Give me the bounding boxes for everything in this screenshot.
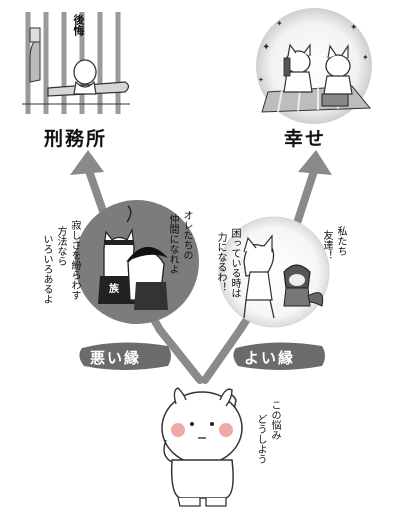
svg-text:✦: ✦ <box>262 42 270 53</box>
regret-text: 後悔 <box>72 14 85 36</box>
speech-line: どうしよう <box>255 414 266 464</box>
svg-text:✦: ✦ <box>258 76 264 84</box>
bad-bond-label-bg <box>79 342 171 370</box>
speech-good-right: 私たち 友達！ <box>312 226 346 286</box>
speech-line: オレたちの <box>181 210 192 260</box>
svg-text:✦: ✦ <box>350 23 358 33</box>
good-bond-label-bg <box>233 342 325 370</box>
speech-line: 力になるわ！ <box>215 232 226 292</box>
speech-line: 友達！ <box>321 230 332 260</box>
bad-bond-circle <box>75 200 199 324</box>
speech-bad-left: 寂しさを紛らわす 方法なら いろいろあるよ <box>30 220 80 330</box>
gang-shirt-badge: 族 <box>109 284 119 295</box>
speech-worry: この悩み どうしよう <box>246 400 280 490</box>
arrowhead-prison <box>70 150 104 175</box>
arrowhead-happiness <box>298 150 332 175</box>
speech-line: 方法なら <box>55 226 66 266</box>
prison-label: 刑務所 <box>44 128 108 150</box>
prison-scene <box>18 10 133 115</box>
svg-text:✦: ✦ <box>276 19 283 28</box>
speech-line: いろいろあるよ <box>41 234 52 304</box>
happiness-scene: ✦ ✦ ✦ ✦ ✦ <box>256 8 372 124</box>
good-bond-circle <box>218 216 330 328</box>
speech-line: 私たち <box>335 226 346 256</box>
happiness-label: 幸せ <box>284 128 327 150</box>
good-bond-label: よい縁 <box>244 349 296 367</box>
speech-good-left: 困っている時は 力になるわ！ <box>206 228 240 318</box>
speech-bad-right: オレたちの 仲間になれよ <box>158 210 192 300</box>
worried-character <box>161 387 243 507</box>
bad-bond-label: 悪い縁 <box>90 349 142 367</box>
speech-line: 困っている時は <box>229 228 240 298</box>
speech-line: この悩み <box>269 400 280 440</box>
svg-text:✦: ✦ <box>362 53 369 62</box>
speech-line: 寂しさを紛らわす <box>69 220 80 300</box>
speech-line: 仲間になれよ <box>167 214 178 274</box>
